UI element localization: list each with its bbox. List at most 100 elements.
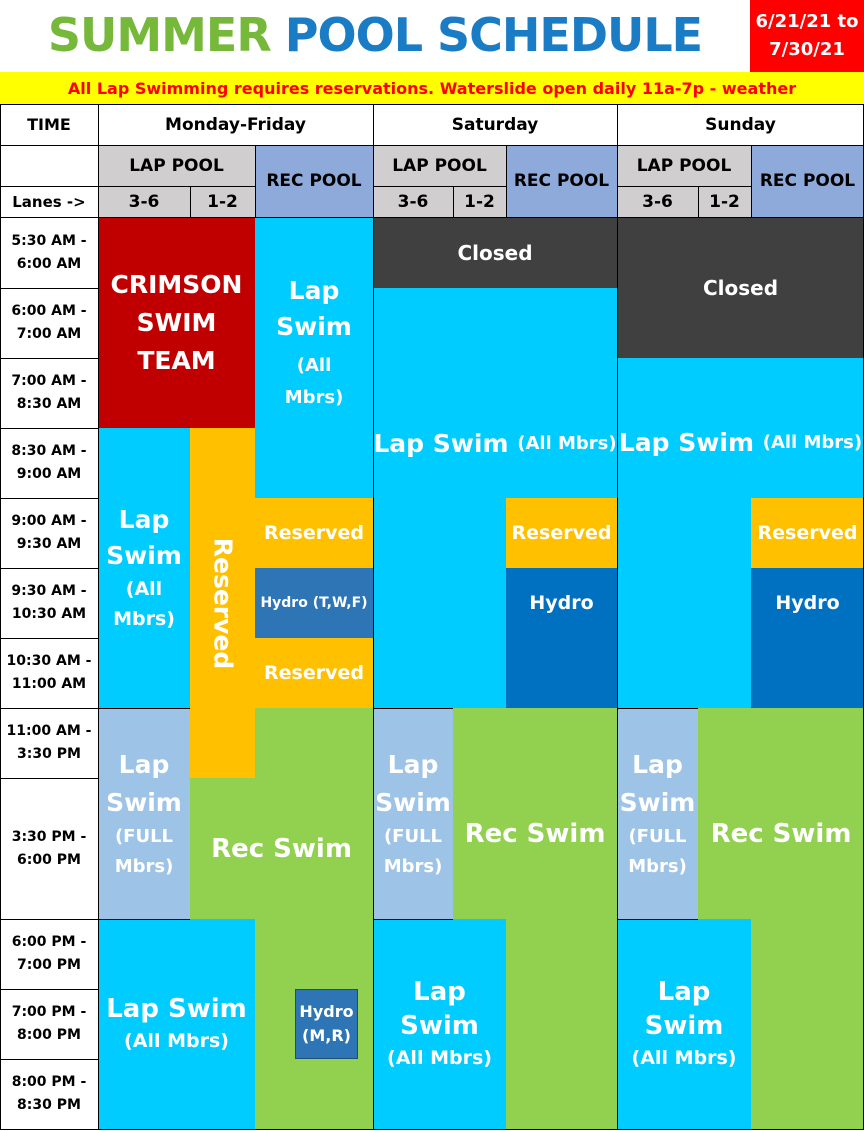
grid-line — [98, 708, 190, 709]
saturday-evening-lap-swim-block: Lap Swim (All Mbrs) — [373, 919, 506, 1129]
saturday-lap-swim-extension — [373, 498, 506, 708]
grid-line — [698, 186, 699, 217]
sunday-hydro-block: Hydro — [751, 568, 864, 708]
weekday-reserved-label-top: Reserved — [264, 522, 364, 544]
grid-line — [0, 358, 98, 359]
notice-banner: All Lap Swimming requires reservations. … — [0, 72, 864, 104]
grid-line — [255, 145, 256, 217]
grid-line — [98, 186, 255, 187]
grid-line — [0, 989, 98, 990]
sunday-rec-swim-label: Rec Swim — [710, 819, 852, 849]
grid-line — [98, 919, 190, 920]
grid-line — [373, 919, 453, 920]
grid-line — [0, 919, 98, 920]
time-slot: 8:30 AM -9:00 AM — [11, 443, 87, 482]
weekday-rec-lap-swim-block: Lap Swim (All Mbrs) — [255, 217, 373, 498]
grid-line — [190, 186, 191, 217]
time-slot: 5:30 AM -6:00 AM — [11, 232, 87, 272]
time-slot: 7:00 PM -8:00 PM — [11, 1004, 87, 1043]
grid-line — [0, 568, 98, 569]
weekday-reserved-vertical-label: Reserved — [208, 537, 237, 669]
saturday-lanes-1-2: 1-2 — [453, 186, 506, 217]
header-time: TIME — [27, 115, 71, 134]
grid-line — [0, 1129, 864, 1130]
sunday-lap-pool-header: LAP POOL — [617, 145, 751, 186]
saturday-lanes-3-6: 3-6 — [373, 186, 453, 217]
sunday-lanes-1-2: 1-2 — [698, 186, 751, 217]
grid-line — [373, 186, 506, 187]
date-start: 6/21/21 to — [755, 11, 859, 32]
saturday-lap-swim-block — [373, 288, 617, 498]
header-sunday: Sunday — [705, 114, 776, 135]
grid-line — [98, 104, 99, 1130]
grid-line — [0, 288, 98, 289]
grid-line — [0, 638, 98, 639]
date-end: 7/30/21 — [769, 39, 845, 60]
weekday-evening-lap-swim-block: Lap Swim (All Mbrs) — [98, 919, 255, 1129]
grid-line — [373, 708, 453, 709]
saturday-lap-swim-label: Lap Swim (All Mbrs) — [373, 428, 617, 458]
sunday-closed-block: Closed — [617, 217, 864, 358]
sunday-lap-swim-block — [617, 358, 864, 498]
header-saturday: Saturday — [451, 114, 539, 135]
weekday-lap-pool-header: LAP POOL — [98, 145, 255, 186]
weekday-lanes-1-2: 1-2 — [190, 186, 255, 217]
time-slot: 10:30 AM -11:00 AM — [6, 653, 92, 692]
time-slot: 3:30 PM -6:00 PM — [11, 828, 87, 868]
time-slot: 6:00 AM -7:00 AM — [11, 303, 87, 342]
time-slot: 7:00 AM -8:30 AM — [11, 373, 87, 412]
saturday-reserved-block: Reserved — [506, 498, 617, 568]
grid-line — [373, 104, 374, 1130]
time-slot: 8:00 PM -8:30 PM — [11, 1074, 87, 1113]
weekday-hydro-twf-block: Hydro (T,W,F) — [255, 568, 373, 638]
date-range-badge: 6/21/21 to 7/30/21 — [750, 0, 864, 72]
grid-line — [0, 428, 98, 429]
grid-line — [453, 186, 454, 217]
time-slot: 9:30 AM -10:30 AM — [11, 583, 87, 622]
time-slot: 11:00 AM -3:30 PM — [6, 723, 92, 762]
weekday-rec-pool-header: REC POOL — [255, 145, 373, 217]
grid-line — [0, 778, 98, 779]
saturday-rec-pool-header: REC POOL — [506, 145, 617, 217]
page-title: SUMMER POOL SCHEDULE — [0, 0, 750, 70]
sunday-reserved-block: Reserved — [751, 498, 864, 568]
header-weekday: Monday-Friday — [165, 114, 306, 135]
weekday-rec-swim-extension — [190, 778, 255, 919]
grid-line — [617, 919, 698, 920]
saturday-hydro-block: Hydro — [506, 568, 617, 708]
saturday-closed-block: Closed — [373, 217, 617, 288]
sunday-lanes-3-6: 3-6 — [617, 186, 698, 217]
weekday-reserved-label-bottom: Reserved — [264, 662, 364, 684]
title-summer: SUMMER — [47, 8, 272, 62]
lanes-label: Lanes -> — [12, 192, 86, 211]
grid-line — [751, 145, 752, 217]
title-pool-schedule: POOL SCHEDULE — [284, 8, 703, 62]
grid-line — [0, 217, 864, 218]
grid-line — [0, 104, 1, 1130]
grid-line — [0, 104, 864, 105]
saturday-lap-pool-header: LAP POOL — [373, 145, 506, 186]
sunday-lap-swim-extension — [617, 498, 751, 708]
grid-line — [617, 708, 698, 709]
time-slot: 6:00 PM -7:00 PM — [11, 934, 87, 973]
weekday-hydro-mr-block: Hydro(M,R) — [295, 989, 358, 1059]
grid-line — [0, 708, 98, 709]
weekday-rec-swim-label: Rec Swim — [211, 833, 352, 864]
grid-line — [0, 186, 98, 187]
sunday-lap-swim-label: Lap Swim (All Mbrs) — [618, 427, 863, 457]
grid-line — [0, 498, 98, 499]
grid-line — [617, 186, 751, 187]
time-slot: 9:00 AM -9:30 AM — [11, 513, 87, 552]
weekday-lanes-3-6: 3-6 — [98, 186, 190, 217]
grid-line — [0, 1059, 98, 1060]
grid-line — [617, 104, 618, 1130]
sunday-evening-lap-swim-block: Lap Swim (All Mbrs) — [617, 919, 751, 1129]
saturday-rec-swim-label: Rec Swim — [464, 819, 606, 849]
grid-line — [506, 145, 507, 217]
sunday-rec-pool-header: REC POOL — [751, 145, 864, 217]
